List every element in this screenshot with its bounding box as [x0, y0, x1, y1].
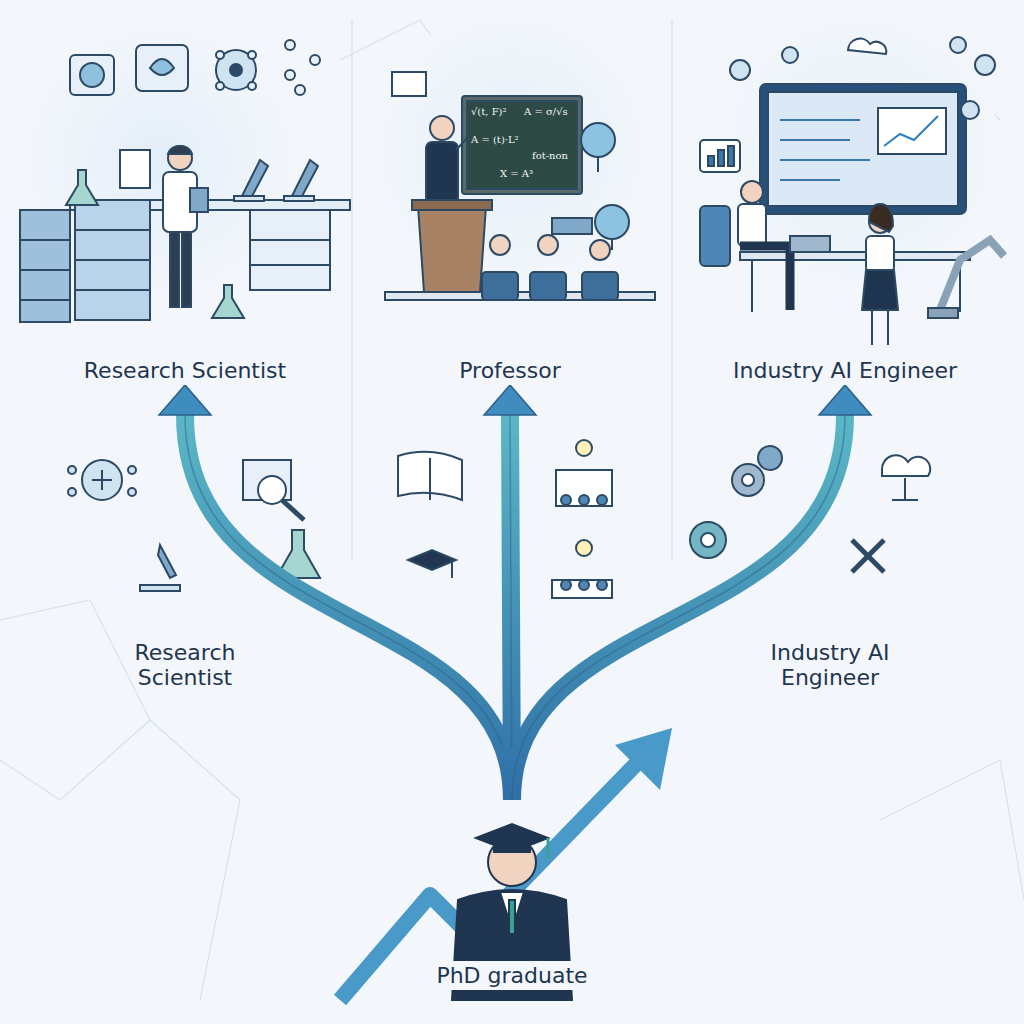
- node-label: Research Scientist: [78, 356, 292, 385]
- career-panel: Research Scientist: [20, 20, 350, 385]
- chalkboard-formula: fot-non: [532, 150, 568, 161]
- chalkboard-formula: X = A³: [500, 168, 533, 179]
- chalkboard-formula: √(t, F)²: [471, 106, 507, 117]
- career-arrow: [512, 385, 871, 800]
- path-label: Research Scientist: [110, 640, 260, 690]
- career-panel: Industry AI Engineer: [680, 20, 1010, 385]
- graduate-node: PhD graduate: [400, 800, 624, 990]
- career-panel: Professor: [360, 20, 660, 385]
- node-label: Industry AI Engineer: [727, 356, 963, 385]
- path-label: Industry AI Engineer: [760, 640, 900, 690]
- node-label: Professor: [453, 356, 567, 385]
- chalkboard-formula: A = σ/√s: [524, 106, 568, 117]
- career-arrow: [159, 385, 512, 800]
- chalkboard-formula: A = (t)·L²: [471, 134, 519, 145]
- node-label: PhD graduate: [430, 961, 593, 990]
